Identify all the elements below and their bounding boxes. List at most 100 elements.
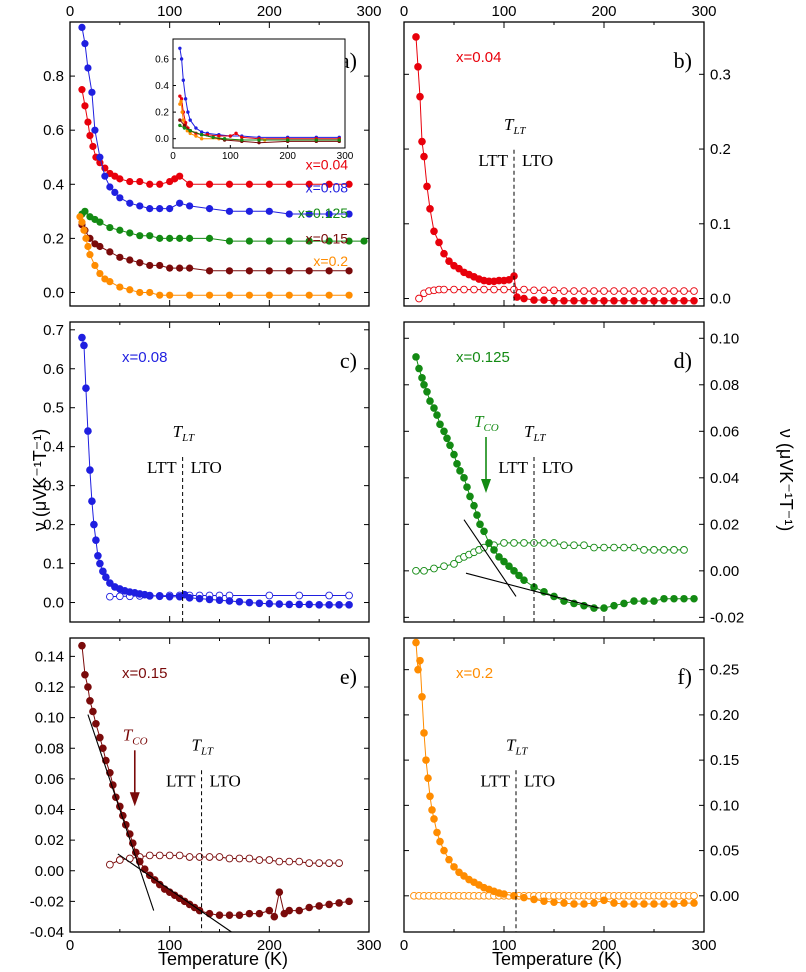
filled-series-point (680, 899, 688, 907)
open-series-point (440, 285, 448, 294)
t-co-label: TCO (123, 725, 148, 747)
t-co-arrow-head (481, 479, 491, 493)
filled-series-point (345, 601, 353, 609)
t-co-symbol: T (474, 412, 485, 431)
filled-series-point (460, 474, 468, 482)
filled-series-point (94, 551, 102, 560)
filled-series-point (640, 296, 648, 305)
filled-series-point (424, 774, 432, 783)
open-series-point (265, 856, 274, 864)
open-series-point (500, 285, 508, 294)
series-label: x=0.04 (456, 49, 501, 66)
series-1-point (245, 207, 253, 215)
inset-series-0-point (179, 57, 184, 61)
y-tick-label: 0.8 (43, 68, 64, 85)
x-tick-label: 200 (257, 937, 282, 954)
series-1-point (325, 210, 333, 218)
t-lt-symbol: T (504, 115, 515, 134)
filled-series-point (430, 815, 438, 823)
series-4-point (205, 291, 214, 299)
inset-frame (172, 38, 346, 149)
y-tick-label: -0.04 (30, 924, 64, 941)
filled-series-point (440, 427, 448, 436)
open-series-point (460, 285, 468, 294)
filled-series-point (590, 604, 598, 612)
ltt-label: LTT (478, 151, 508, 170)
series-3-point (225, 267, 234, 275)
filled-series-point (255, 599, 264, 608)
filled-series-point (225, 597, 234, 605)
filled-series-point (560, 899, 568, 907)
y-tick-label: 0.0 (710, 291, 731, 308)
inset-series-1-point (240, 135, 244, 140)
series-3-point (205, 267, 214, 275)
series-0-point (225, 180, 234, 188)
t-co-subscript: CO (483, 422, 498, 434)
filled-series-point (530, 583, 538, 591)
filled-series-point (430, 227, 438, 236)
filled-series-point (620, 900, 628, 908)
filled-series-point (418, 137, 426, 146)
series-4-point (146, 288, 154, 297)
series-4-point (285, 291, 293, 299)
filled-series-point (490, 546, 498, 554)
y-tick-label: 0.10 (35, 710, 64, 727)
filled-series-point (88, 497, 96, 506)
open-series-point (630, 287, 638, 295)
inset-series-0-line (179, 48, 340, 138)
t-lt-label: TLT (173, 422, 195, 444)
filled-series-point (443, 434, 451, 443)
t-co-label: TCO (474, 412, 499, 434)
series-2-point (166, 234, 174, 242)
filled-series-point (505, 562, 513, 570)
series-0-point (81, 102, 89, 110)
inset-series-2-point (178, 102, 182, 106)
filled-series-point (430, 404, 438, 412)
filled-series-point (550, 296, 558, 305)
inset-series-4-point (188, 129, 192, 133)
series-2-point (205, 234, 214, 242)
filled-series-point (530, 895, 538, 904)
series-3-point (116, 253, 124, 261)
x-tick-label: 0 (400, 937, 408, 954)
series-1-point (84, 64, 92, 72)
filled-series-point (690, 899, 698, 907)
filled-series-point (96, 559, 104, 568)
y-tick-label: 0.00 (710, 563, 739, 580)
t-lt-subscript: LT (532, 432, 546, 444)
filled-series-point (102, 573, 110, 581)
y-tick-label: 0.10 (710, 797, 739, 814)
filled-series-point (422, 756, 430, 764)
series-4-point (136, 288, 144, 297)
filled-series-point (650, 296, 658, 305)
open-series-point (690, 891, 698, 900)
filled-series-point (92, 719, 100, 728)
open-series-point (415, 294, 423, 303)
y-tick-label: 0.20 (710, 707, 739, 724)
open-series-point (670, 287, 678, 295)
ltt-label: LTT (166, 771, 196, 790)
inset-series-2-point (181, 118, 186, 122)
open-series-point (205, 853, 214, 861)
x-tick-label: 300 (356, 937, 381, 954)
filled-series-point (81, 670, 89, 679)
series-2-point (176, 234, 184, 242)
filled-series-point (660, 900, 668, 908)
inset-series-4-point (211, 135, 215, 140)
filled-series-point (78, 641, 86, 650)
open-series-point (680, 287, 688, 295)
filled-series-point (185, 594, 194, 602)
filled-series-point (416, 656, 424, 665)
open-series-point (165, 851, 174, 860)
fit-line (465, 572, 600, 609)
open-series-point (305, 859, 314, 867)
filled-series-point (315, 601, 323, 609)
ltt-label: LTT (498, 458, 528, 477)
filled-series-point (570, 296, 578, 305)
series-1-point (265, 207, 273, 215)
y-tick-label: 0.12 (35, 679, 64, 696)
t-co-arrow-head (129, 792, 140, 807)
open-series-point (500, 539, 508, 547)
